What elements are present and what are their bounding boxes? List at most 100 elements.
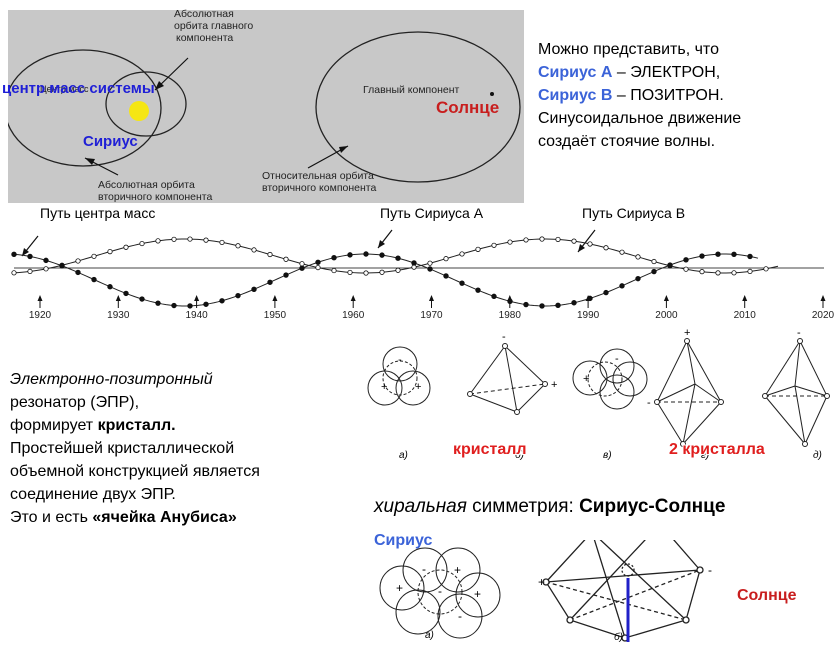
sirius-b-path-curve-point — [251, 286, 257, 293]
sirius-b-path-curve-point — [331, 255, 337, 261]
sirius-b-path-curve-point — [667, 262, 673, 268]
sirius-a-path-curve-point — [235, 243, 241, 249]
sirius-a-path-curve-point — [267, 251, 273, 258]
sirius-b-path-curve-point — [427, 266, 433, 272]
sirius-a-path-curve-point — [331, 267, 337, 274]
label-crystal: кристалл — [453, 441, 527, 458]
svg-text:-: - — [615, 353, 619, 365]
caption-c: в) — [603, 450, 612, 461]
intro-line-5: создаёт стоячие волны. — [538, 133, 716, 150]
sirius-b-path-curve-point — [491, 293, 497, 300]
sirius-a-path-curve-point — [491, 242, 497, 248]
svg-text:-: - — [438, 584, 442, 598]
svg-text:+: + — [684, 327, 690, 339]
year-label: 1930 — [107, 310, 130, 320]
sirius-a-path-curve-point — [587, 241, 593, 247]
label-sirius: Сириус — [83, 133, 138, 150]
sirius-a-path-curve-point — [603, 245, 609, 251]
label-center-of-mass-path: Путь центра масс — [40, 205, 156, 221]
sirius-a-path-curve-point — [651, 258, 657, 265]
label-abs-primary-orbit: Абсолютная орбита главного компонента — [174, 8, 254, 44]
sirius-b-path-curve-point — [347, 252, 353, 258]
sirius-a-path-curve-point — [283, 256, 289, 262]
svg-text:-: - — [422, 562, 426, 576]
orbit-diagram-panel: Абсолютная орбита главного компонента Це… — [2, 8, 524, 203]
intro-line-2: Сириус А – ЭЛЕКТРОН, — [538, 64, 721, 81]
year-label: 1940 — [185, 310, 208, 320]
sirius-a-path-curve-point — [539, 236, 545, 242]
sirius-b-path-curve-point — [555, 302, 561, 309]
svg-text:-: - — [708, 563, 712, 577]
sirius-a-path-curve-point — [363, 270, 369, 276]
sirius-b-path-curve-point — [459, 280, 465, 286]
resonator-line-3: формирует кристалл. — [10, 417, 176, 434]
year-label: 2010 — [734, 310, 757, 320]
sirius-b-path-curve — [13, 253, 759, 307]
sirius-a-path-curve-point — [299, 261, 305, 267]
sirius-a-path-curve-point — [107, 249, 113, 255]
sirius-b-path-curve-point — [123, 290, 129, 297]
year-tick-arrow — [194, 295, 200, 301]
sirius-a-path-curve-point — [619, 249, 625, 255]
sirius-b-path-curve-point — [363, 251, 369, 257]
sirius-b-path-curve-point — [619, 283, 625, 289]
svg-text:+: + — [538, 575, 545, 589]
year-label: 1920 — [29, 310, 52, 320]
sirius-a-path-curve-point — [459, 251, 465, 257]
sirius-a-path-curve-point — [75, 258, 81, 264]
double-tetrahedron-d: +- — [647, 327, 724, 447]
sirius-a-path-curve-point — [507, 239, 513, 245]
sirius-a-path-curve-point — [427, 260, 433, 266]
resonator-line-7: Это и есть «ячейка Анубиса» — [10, 509, 237, 526]
caption-e: д) — [813, 450, 822, 461]
year-tick-arrow — [663, 295, 669, 301]
sirius-b-path-curve-point — [523, 301, 529, 308]
label-sirius-bottom: Сириус — [374, 532, 433, 549]
year-label: 2020 — [812, 310, 835, 320]
sirius-a-path-curve-point — [91, 253, 97, 259]
sirius-b-path-curve-point — [379, 252, 385, 258]
label-sun-bottom: Солнце — [737, 587, 797, 604]
sirius-b-path-curve-point — [75, 269, 81, 276]
year-label: 1950 — [264, 310, 287, 320]
svg-text:+: + — [474, 587, 481, 601]
year-tick-arrow — [429, 295, 434, 301]
resonator-line-6: соединение двух ЭПР. — [10, 486, 176, 503]
sirius-b-path-curve-point — [651, 268, 657, 275]
tetrahedron-b: +- — [467, 331, 557, 415]
intro-line-1: Можно представить, что — [538, 41, 719, 58]
sirius-a-path-curve-point — [763, 266, 769, 272]
sirius-a-path-curve-point — [43, 266, 49, 272]
sirius-a-path-curve-point — [203, 237, 209, 243]
year-tick-arrow — [820, 295, 826, 301]
sirius-b-path-curve-point — [283, 272, 289, 278]
year-label: 1990 — [577, 310, 600, 320]
svg-text:+: + — [454, 563, 461, 577]
main-component-dot — [490, 92, 494, 96]
intro-line-4: Синусоидальное движение — [538, 110, 742, 127]
svg-text:-: - — [458, 609, 462, 623]
caption-b: б) — [515, 450, 524, 461]
sirius-b-path-curve-point — [443, 273, 449, 279]
crystal-figure: ++ - +- +- +- - — [365, 326, 835, 476]
label-center-mass-small: Центр масс — [40, 84, 89, 94]
sirius-a-path-curve-point — [171, 236, 177, 242]
sirius-b-path-curve-point — [571, 300, 577, 306]
year-tick-arrow — [742, 295, 748, 301]
svg-text:+: + — [583, 373, 589, 385]
sirius-b-path-curve-point — [731, 251, 737, 258]
sirius-a-path-curve-point — [347, 269, 353, 276]
sirius-a-path-curve-point — [555, 236, 561, 243]
caption-bottom-a: а) — [425, 630, 434, 641]
svg-text:+: + — [415, 381, 421, 393]
label-two-crystals: 2 кристалла — [669, 441, 765, 458]
year-label: 1980 — [499, 310, 522, 320]
sirius-b-path-curve-point — [747, 253, 753, 260]
sirius-b-path-curve-point — [267, 279, 273, 285]
sirius-a-path-curve-point — [11, 270, 17, 276]
orbit-diagram-svg — [4, 31, 521, 183]
year-tick-arrow — [507, 295, 513, 301]
label-sirius-b-path: Путь Сириуса В — [582, 205, 686, 221]
polyhedron-b: -+ — [538, 520, 712, 642]
